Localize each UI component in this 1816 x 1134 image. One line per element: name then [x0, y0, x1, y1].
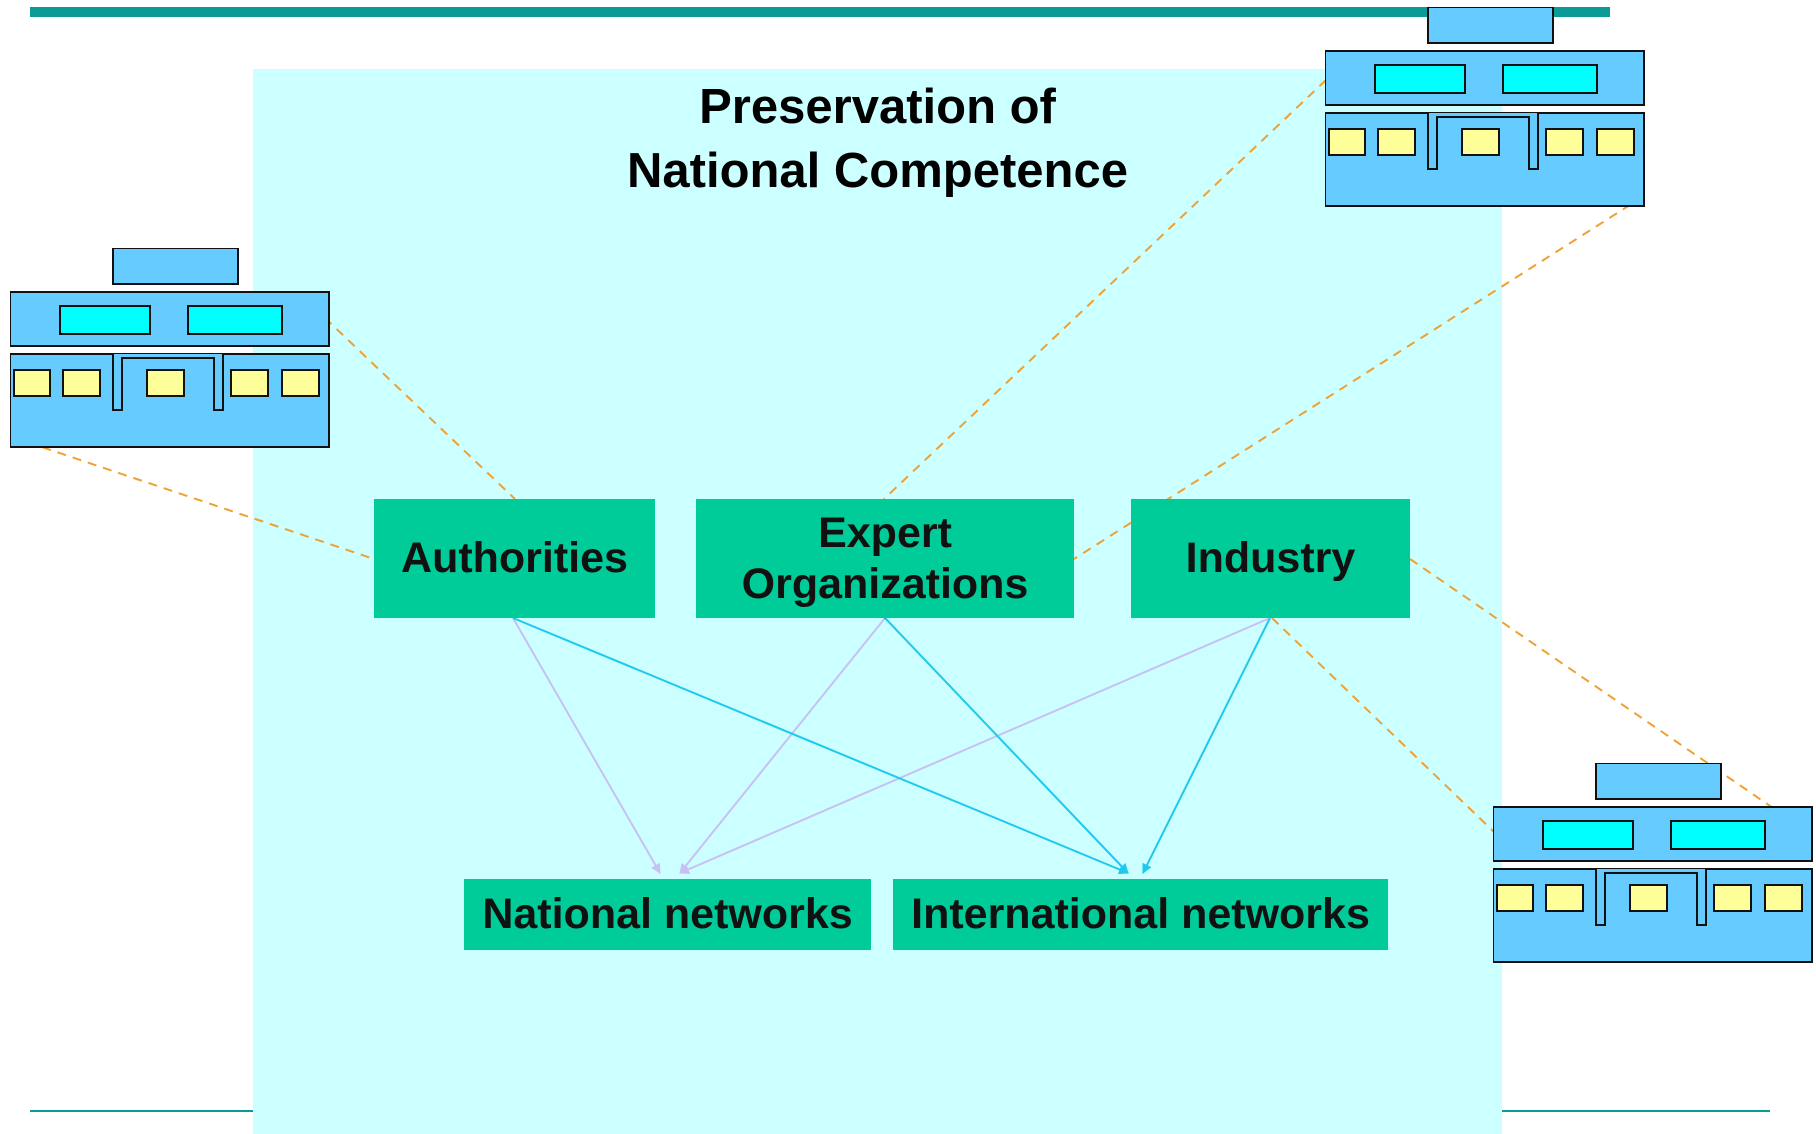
arrow-expert-to-national [679, 617, 886, 874]
dashed-link [1409, 558, 1809, 833]
node-expert-organizations: Expert Organizations [696, 499, 1074, 618]
node-industry-label: Industry [1185, 534, 1356, 582]
org-chart-icon [10, 248, 330, 448]
dashed-link [1073, 195, 1645, 560]
node-national-networks: National networks [464, 879, 871, 950]
node-national-networks-label: National networks [482, 890, 853, 938]
dashed-link [11, 436, 375, 560]
arrow-authorities-to-international [512, 617, 1129, 875]
org-chart-icon [1493, 763, 1813, 963]
node-authorities-label: Authorities [401, 534, 628, 582]
arrow-authorities-to-national [512, 617, 661, 874]
node-expert-label-line-2: Organizations [741, 559, 1029, 608]
dashed-link [883, 79, 1327, 500]
footer-line-left [30, 1110, 253, 1112]
arrow-industry-to-national [679, 617, 1271, 875]
diagram-title-line-1: Preservation of [699, 80, 1056, 134]
node-industry: Industry [1131, 499, 1410, 618]
node-international-networks-label: International networks [911, 890, 1370, 938]
node-international-networks: International networks [893, 879, 1388, 950]
header-accent-bar [30, 7, 1610, 17]
arrow-industry-to-international [1142, 617, 1271, 874]
node-expert-label-line-1: Expert [818, 508, 952, 557]
arrows [512, 610, 1271, 875]
dashed-link [324, 317, 516, 500]
arrow-expert-to-international [877, 610, 1129, 874]
node-authorities: Authorities [374, 499, 655, 618]
dashed-link [1271, 617, 1495, 833]
dashed-links [11, 79, 1809, 833]
diagram-title-line-2: National Competence [627, 144, 1128, 198]
footer-line-right [1502, 1110, 1770, 1112]
org-chart-icon [1325, 7, 1645, 207]
